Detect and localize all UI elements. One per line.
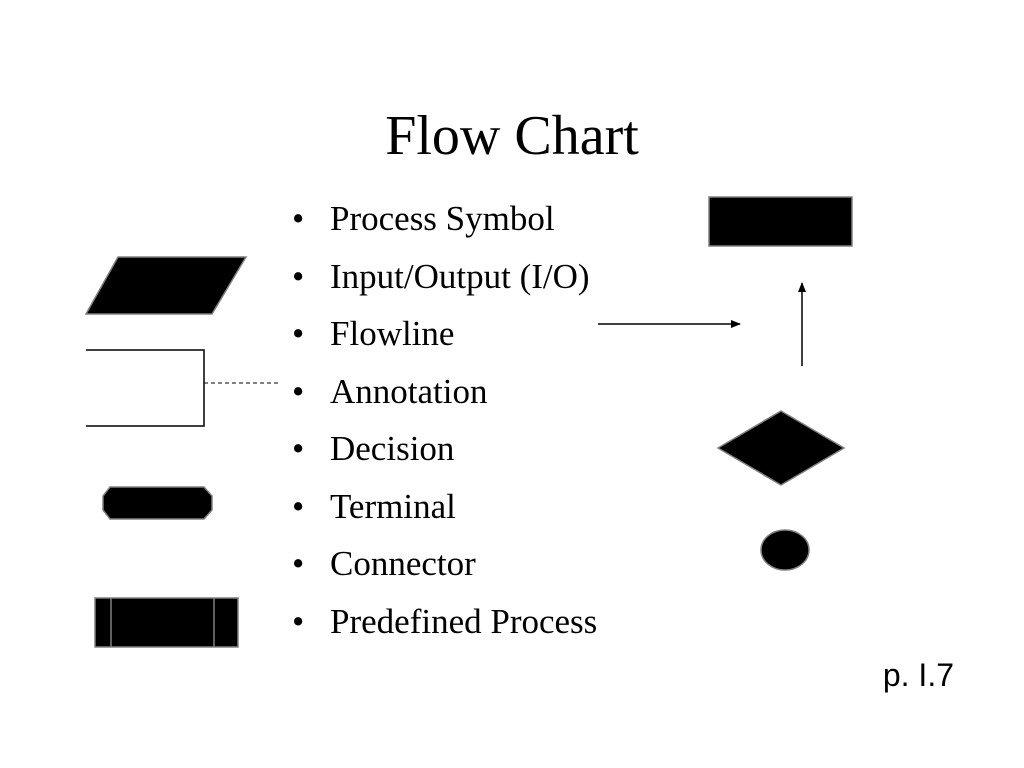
- bullet-icon: •: [292, 256, 305, 296]
- list-item-label: Flowline: [330, 314, 455, 353]
- list-item: • Annotation: [292, 363, 597, 421]
- list-item: • Terminal: [292, 478, 597, 536]
- slide-title: Flow Chart: [385, 105, 639, 167]
- list-item: • Decision: [292, 420, 597, 478]
- connector-symbol-icon: [760, 529, 810, 571]
- annotation-symbol-icon: [86, 349, 278, 427]
- symbol-list: • Process Symbol • Input/Output (I/O) • Flo…: [292, 190, 597, 650]
- list-item-label: Input/Output (I/O): [330, 256, 590, 296]
- predefined-process-symbol-icon: [94, 597, 239, 648]
- page-number: p. I.7: [882, 657, 954, 693]
- bullet-icon: •: [292, 486, 305, 526]
- bullet-icon: •: [292, 314, 305, 353]
- decision-symbol-icon: [716, 410, 846, 486]
- bullet-icon: •: [292, 544, 305, 583]
- list-item: • Input/Output (I/O): [292, 248, 597, 306]
- list-item-label: Connector: [330, 544, 476, 583]
- input-output-symbol-icon: [84, 256, 248, 315]
- list-item: • Flowline: [292, 305, 597, 363]
- list-item: • Connector: [292, 535, 597, 593]
- bullet-icon: •: [292, 429, 305, 468]
- list-item-label: Annotation: [330, 371, 488, 411]
- list-item-label: Predefined Process: [330, 601, 598, 641]
- terminal-symbol-icon: [102, 486, 213, 520]
- bullet-icon: •: [292, 601, 305, 641]
- process-symbol-icon: [708, 196, 853, 247]
- list-item: • Predefined Process: [292, 593, 597, 651]
- list-item-label: Process Symbol: [330, 199, 555, 238]
- list-item: • Process Symbol: [292, 190, 597, 248]
- list-item-label: Decision: [330, 429, 455, 468]
- bullet-icon: •: [292, 199, 305, 238]
- list-item-label: Terminal: [330, 486, 456, 526]
- bullet-icon: •: [292, 371, 305, 411]
